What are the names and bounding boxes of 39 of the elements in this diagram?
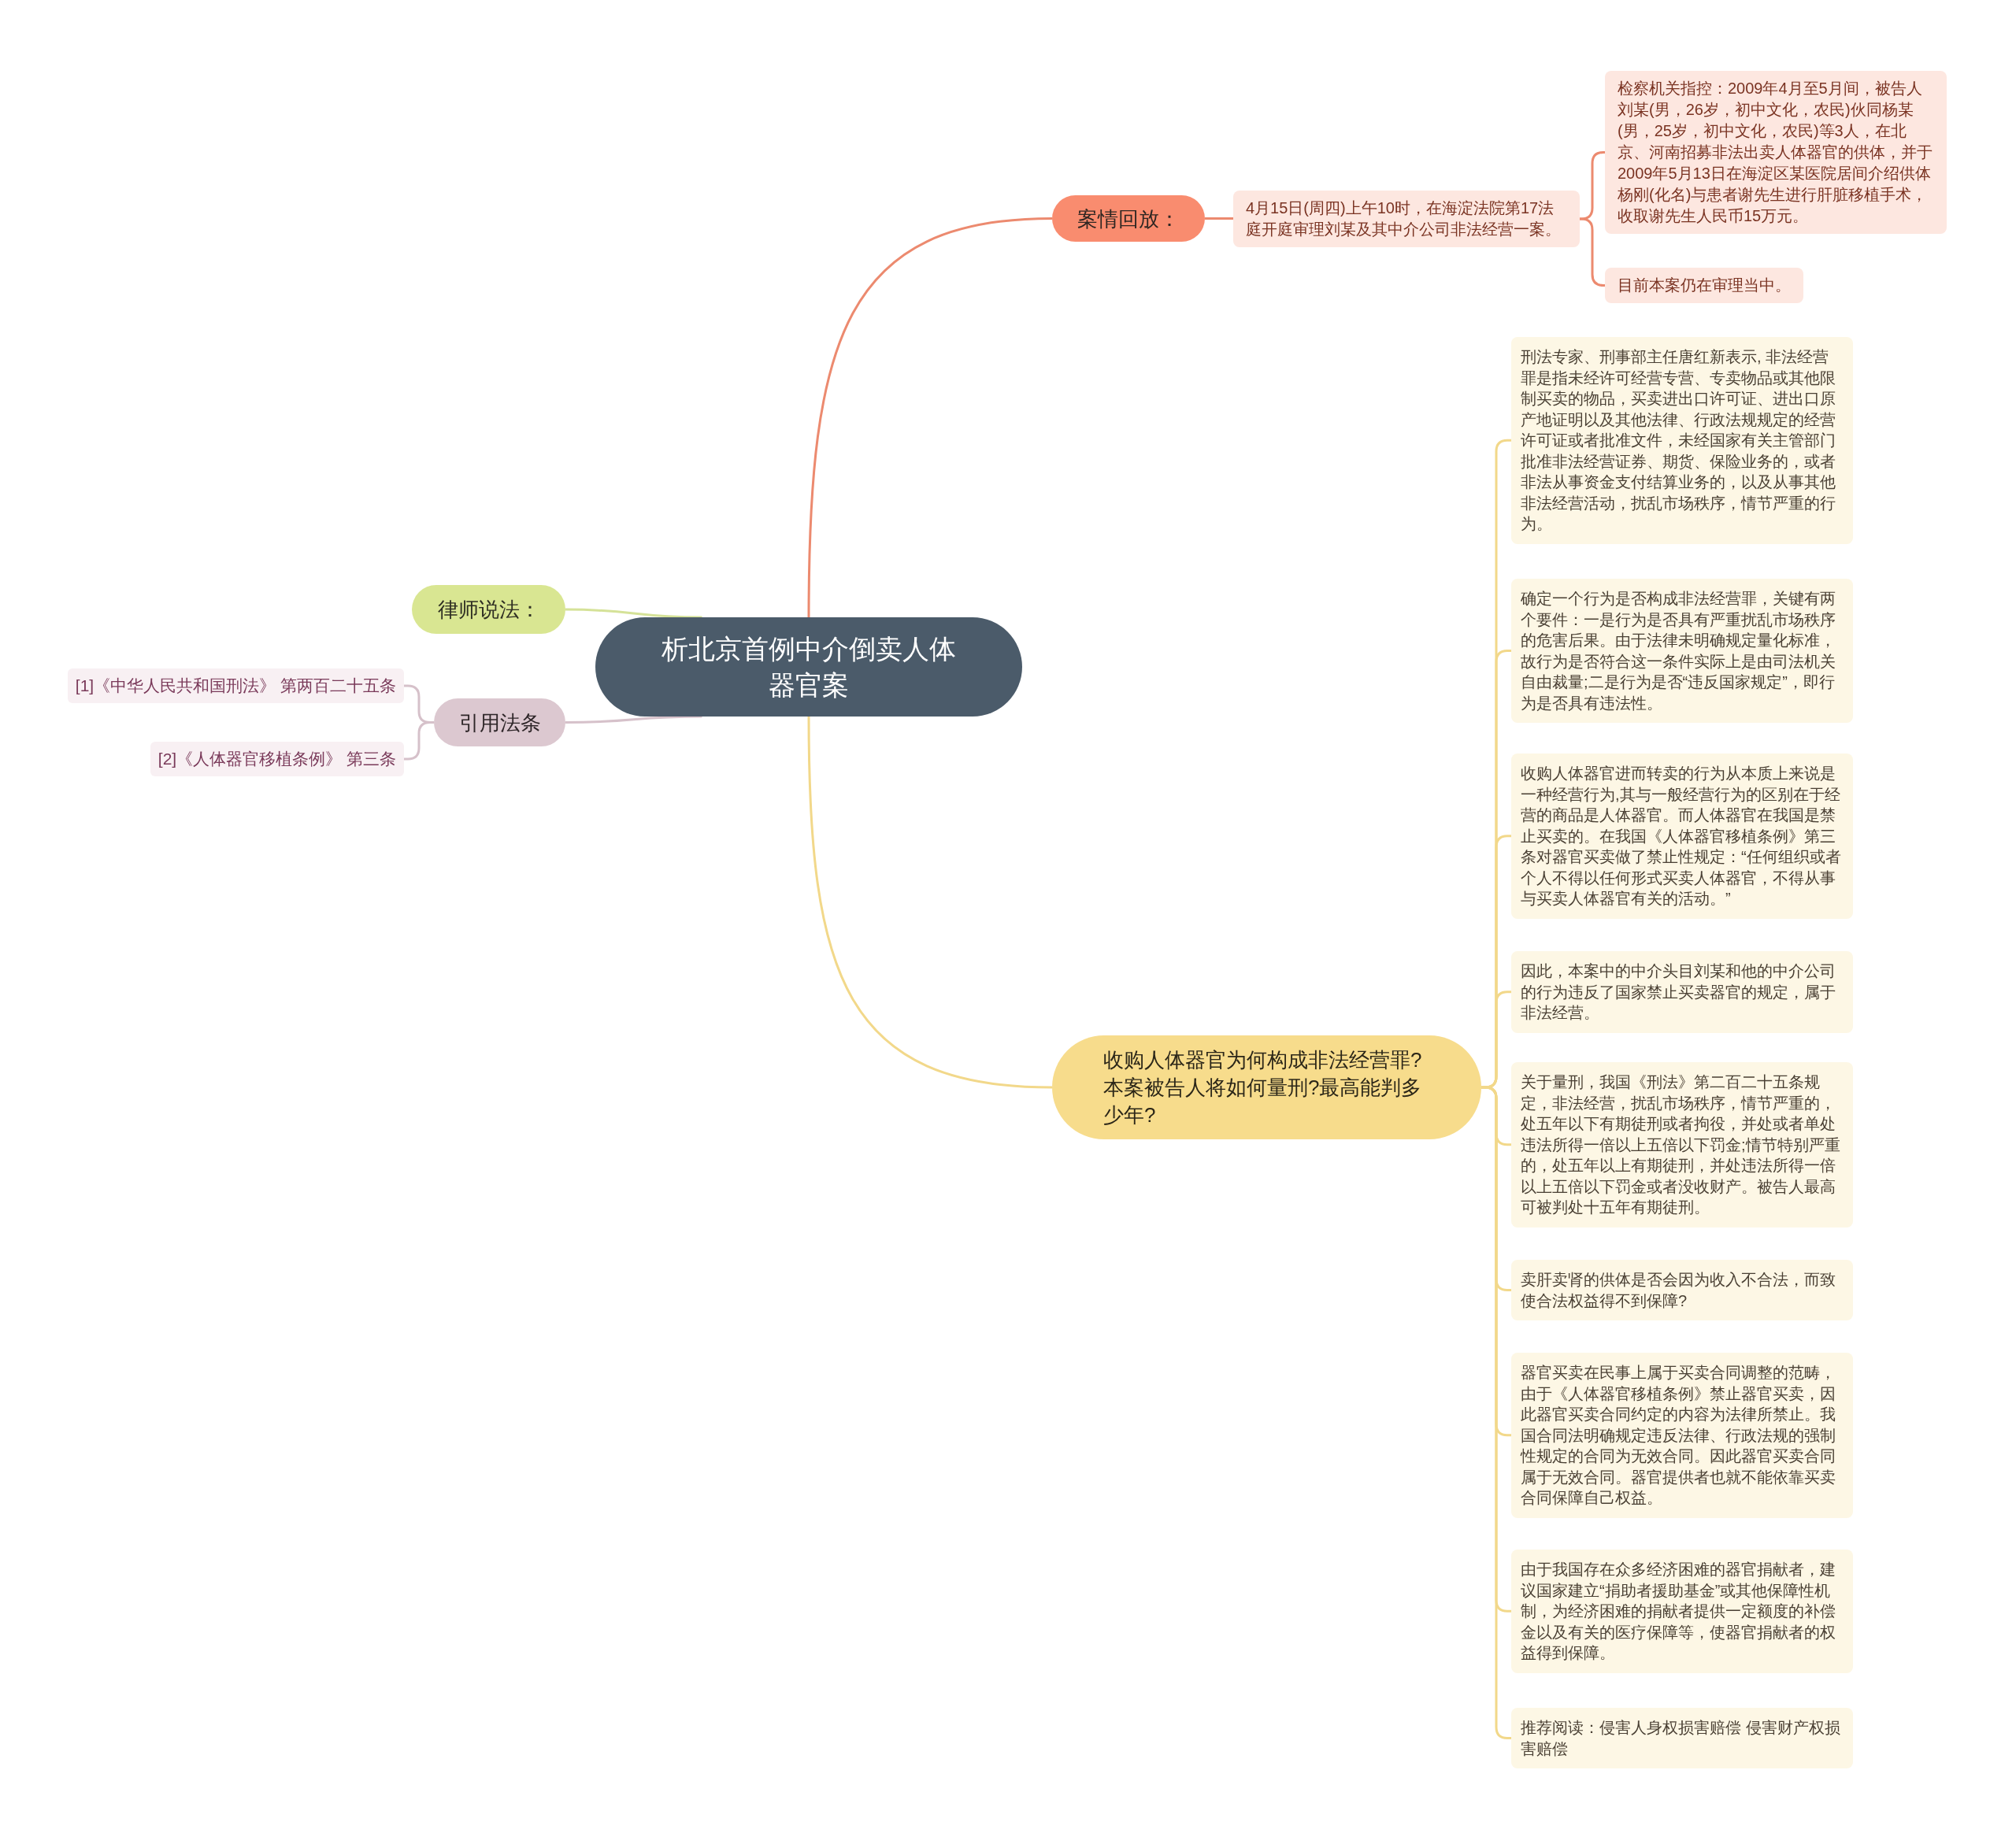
note-card: [1511, 1550, 1853, 1673]
detail-card: [1233, 191, 1580, 247]
citation-text: [1]《中华人民共和国刑法》 第两百二十五条: [75, 676, 396, 696]
detail-text: 目前本案仍在审理当中。: [1618, 276, 1791, 295]
detail-text: 4月15日(周四)上午10时，在海淀法院第17法庭开庭审理刘某及其中介公司非法经营一案。: [1246, 198, 1562, 239]
note-text: 确定一个行为是否构成非法经营罪，关键有两个要件：一是行为是否具有严重扰乱市场秩序的危害后果。由于法律未明确规定量化标准，故行为是否符合这一条件实际上是由司法机关自由裁量;二是行为是否“违反国家规定”，即行为是否具有违法性。: [1521, 589, 1836, 713]
topic-text: 收购人体器官为何构成非法经营罪?本案被告人将如何量刑?最高能判多少年?: [1103, 1046, 1423, 1128]
note-card: [1511, 1260, 1853, 1320]
branch-line: [404, 721, 434, 761]
topic-title: 析北京首例中介倒卖人体器官案: [661, 633, 957, 702]
citation-card: [67, 668, 404, 703]
note-text: 推荐阅读：侵害人身权损害赔偿 侵害财产权损害赔偿: [1521, 1718, 1841, 1759]
note-card: [1511, 951, 1853, 1033]
branch-line: [807, 717, 1053, 1089]
branch-line: [1205, 217, 1233, 220]
note-text: 因此，本案中的中介头目刘某和他的中介公司的行为违反了国家禁止买卖器官的规定，属于非法经营。: [1521, 961, 1836, 1023]
branch-line: [565, 608, 702, 619]
note-card: [1511, 1353, 1853, 1518]
detail-card: [1605, 268, 1803, 303]
branch-line: [565, 715, 702, 724]
note-card: [1511, 754, 1853, 919]
citation-card: [150, 742, 404, 776]
note-card: [1511, 579, 1853, 723]
note-text: 关于量刑，我国《刑法》第二百二十五条规定，非法经营，扰乱市场秩序，情节严重的，处五年以下有期徒刑或者拘役，并处或者单处违法所得一倍以上五倍以下罚金;情节特别严重的，处五年以上有期徒刑，并处违法所得一倍以上五倍以下罚金或者没收财产。被告人最高可被判处十五年有期徒刑。: [1521, 1072, 1841, 1217]
topic-text: 引用法条: [458, 709, 541, 736]
note-text: 由于我国存在众多经济困难的器官捐献者，建议国家建立“捐助者援助基金”或其他保障性机制，为经济困难的捐献者提供一定额度的补偿金以及有关的医疗保障等，使器官捐献者的权益得到保障。: [1521, 1560, 1836, 1663]
detail-text: 检察机关指控：2009年4月至5月间，被告人刘某(男，26岁，初中文化，农民)伙同杨某(男，25岁，初中文化，农民)等3人，在北京、河南招募非法出卖人体器官的供体，并于2009年5月13日在海淀区某医院居间介绍供体杨刚(化名)与患者谢先生进行肝脏移植手术，收取谢先生人民币15万元。: [1618, 79, 1933, 226]
note-text: 刑法专家、刑事部主任唐红新表示, 非法经营罪是指未经许可经营专营、专卖物品或其他限制买卖的物品，买卖进出口许可证、进出口原产地证明以及其他法律、行政法规规定的经营许可证或者批准文件，未经国家有关主管部门批准非法经营证券、期货、保险业务的，或者非法从事资金支付结算业务的，以及从事其他非法经营活动，扰乱市场秩序，情节严重的行为。: [1521, 347, 1836, 534]
topic-text: 案情回放：: [1077, 206, 1180, 232]
note-text: 卖肝卖肾的供体是否会因为收入不合法，而致使合法权益得不到保障?: [1521, 1270, 1836, 1311]
note-card: [1511, 1708, 1853, 1768]
note-text: 收购人体器官进而转卖的行为从本质上来说是一种经营行为,其与一般经营行为的区别在于经营的商品是人体器官。而人体器官在我国是禁止买卖的。在我国《人体器官移植条例》第三条对器官买卖做了禁止性规定：“任何组织或者个人不得以任何形式买卖人体器官，不得从事与买卖人体器官有关的活动。”: [1521, 764, 1842, 909]
note-card: [1511, 1062, 1853, 1228]
citation-text: [2]《人体器官移植条例》 第三条: [158, 749, 396, 769]
topic-text: 律师说法：: [437, 597, 540, 623]
note-text: 器官买卖在民事上属于买卖合同调整的范畴，由于《人体器官移植条例》禁止器官买卖，因此器官买卖合同约定的内容为法律所禁止。我国合同法明确规定违反法律、行政法规的强制性规定的合同为无效合同。因此器官买卖合同属于无效合同。器官提供者也就不能依靠买卖合同保障自己权益。: [1521, 1363, 1836, 1508]
branch-line: [807, 217, 1053, 617]
detail-card: [1605, 71, 1947, 234]
note-card: [1511, 337, 1853, 544]
